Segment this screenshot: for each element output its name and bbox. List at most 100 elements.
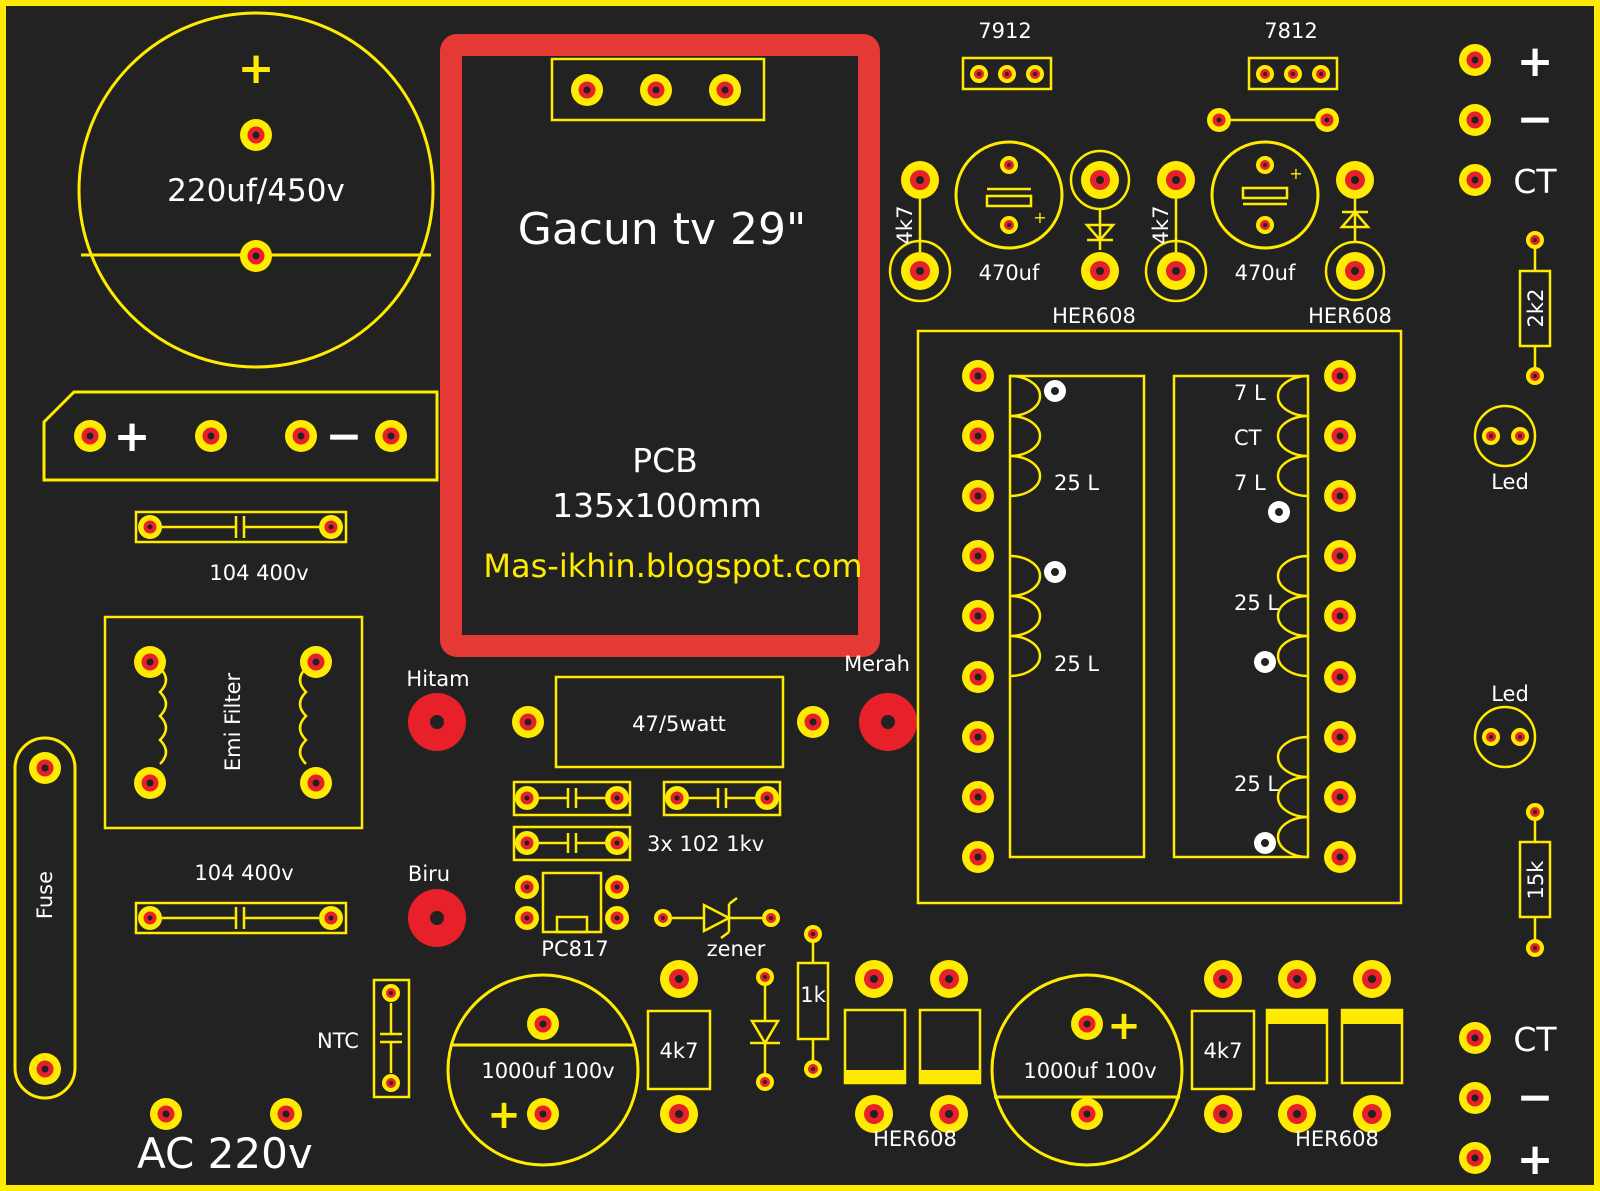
bridge-rectifier: + −: [42, 390, 439, 482]
out-ct-top: CT: [1513, 162, 1557, 201]
cap-1000-left-plus: +: [487, 1092, 521, 1138]
diode-her608-bottom-left: HER608: [843, 960, 982, 1151]
merah-label: Merah: [844, 652, 910, 676]
wire-pad-biru: Biru: [408, 862, 466, 947]
website-label: Mas-ikhin.blogspot.com: [483, 547, 862, 585]
bridge-plus: +: [114, 411, 151, 462]
cap-1000uf-right: + 1000uf 100v: [990, 973, 1184, 1167]
pc817-label: PC817: [541, 937, 608, 961]
reg-7812-label: 7812: [1264, 19, 1317, 43]
led-top: Led: [1473, 404, 1537, 494]
resistor-4k7-top-a: 4k7: [888, 161, 952, 303]
output-terminals-bottom: CT − +: [1459, 1020, 1557, 1185]
her608-top-b-label: HER608: [1308, 304, 1392, 328]
cap-470-b-label: 470uf: [1235, 261, 1296, 285]
cap-104-bottom-label: 104 400v: [194, 861, 293, 885]
cap-470-b-plus: +: [1289, 164, 1302, 183]
r-4k7-a-label: 4k7: [660, 1039, 699, 1063]
resistor-2k2: 2k2: [1518, 231, 1552, 385]
winding-25l-1: 25 L: [1054, 471, 1099, 495]
her608-top-a-label: HER608: [1052, 304, 1136, 328]
cap-1000uf-left: + 1000uf 100v: [446, 973, 640, 1167]
out-plus-bottom: +: [1517, 1134, 1554, 1185]
shunt-regulator: [749, 968, 781, 1091]
emi-filter-label: Emi Filter: [221, 673, 245, 772]
zener-label: zener: [707, 937, 766, 961]
caps-102-label: 3x 102 1kv: [647, 832, 764, 856]
cap-polarity-plus: +: [238, 43, 275, 94]
winding-ct: CT: [1234, 426, 1262, 450]
out-minus-top: −: [1517, 94, 1554, 145]
ac-input: AC 220v: [137, 1098, 313, 1178]
cap-220uf-450v: + 220uf/450v: [77, 11, 435, 369]
resistor-4k7-bottom-b: 4k7: [1190, 960, 1256, 1133]
winding-25l-2: 25 L: [1054, 652, 1099, 676]
pcb-size: 135x100mm: [552, 486, 762, 525]
led-top-label: Led: [1491, 470, 1529, 494]
resistor-4k7-top-b: 4k7: [1144, 161, 1208, 303]
out-ct-bottom: CT: [1513, 1020, 1557, 1059]
diode-her608-top-a: HER608: [1052, 149, 1136, 328]
r-2k2-label: 2k2: [1524, 289, 1548, 328]
fuse-label: Fuse: [33, 871, 57, 919]
ntc-label: NTC: [317, 1029, 359, 1053]
cap-1000-right-label: 1000uf 100v: [1023, 1059, 1156, 1083]
her608-bottom-right-label: HER608: [1295, 1127, 1379, 1151]
jumper-wire: [1207, 108, 1339, 132]
regulator-7812: 7812: [1247, 19, 1339, 91]
winding-25l-3: 25 L: [1234, 591, 1279, 615]
reg-7912-label: 7912: [978, 19, 1031, 43]
cap-1000-left-label: 1000uf 100v: [481, 1059, 614, 1083]
cap-1000-right-plus: +: [1107, 1003, 1141, 1049]
ac-220v-label: AC 220v: [137, 1129, 313, 1178]
diode-her608-top-b: HER608: [1308, 161, 1392, 328]
flyback-transformer: Gacun tv 29" PCB 135x100mm Mas-ikhin.blo…: [440, 34, 880, 657]
output-terminals-top: + − CT: [1459, 36, 1557, 201]
resistor-1k: 1k: [796, 925, 830, 1078]
cap-104-400v-top: 104 400v: [134, 510, 348, 585]
led-bottom: Led: [1473, 682, 1537, 769]
out-plus-top: +: [1517, 36, 1554, 87]
hitam-label: Hitam: [406, 667, 469, 691]
winding-7l-top: 7 L: [1234, 381, 1266, 405]
diode-her608-bottom-right: HER608: [1265, 960, 1404, 1151]
resistor-47-label: 47/5watt: [632, 712, 726, 736]
r-15k-label: 15k: [1524, 860, 1548, 900]
ntc-thermistor: NTC: [317, 978, 411, 1099]
cap-470uf-a: + 470uf: [954, 140, 1064, 285]
caps-102-1kv: 3x 102 1kv: [512, 780, 782, 862]
resistor-47-5watt: 47/5watt: [512, 675, 829, 769]
resistor-4k7-bottom-a: 4k7: [646, 960, 712, 1133]
out-minus-bottom: −: [1517, 1072, 1554, 1123]
wire-pad-merah: Merah: [844, 652, 917, 751]
r-4k7-d-label: 4k7: [1149, 206, 1173, 245]
biru-label: Biru: [408, 862, 450, 886]
emi-filter: Emi Filter: [103, 615, 364, 830]
winding-7l-bottom: 7 L: [1234, 471, 1266, 495]
wire-pad-hitam: Hitam: [406, 667, 470, 751]
optocoupler-pc817: PC817: [515, 871, 629, 961]
led-bottom-label: Led: [1491, 682, 1529, 706]
zener-diode: zener: [654, 897, 780, 961]
fuse-holder: Fuse: [13, 736, 77, 1100]
resistor-15k: 15k: [1518, 803, 1552, 957]
cap-104-top-label: 104 400v: [209, 561, 308, 585]
r-4k7-c-label: 4k7: [893, 206, 917, 245]
winding-25l-4: 25 L: [1234, 772, 1279, 796]
her608-bottom-left-label: HER608: [873, 1127, 957, 1151]
r-4k7-b-label: 4k7: [1204, 1039, 1243, 1063]
pcb-label: PCB: [632, 441, 698, 480]
cap-470uf-b: + 470uf: [1210, 140, 1320, 285]
cap-104-400v-bottom: 104 400v: [134, 861, 348, 935]
output-transformer: 25 L 25 L 7 L CT 7 L 25 L 25 L: [916, 329, 1403, 905]
bridge-minus: −: [326, 411, 363, 462]
cap-470-a-label: 470uf: [979, 261, 1040, 285]
board-title: Gacun tv 29": [518, 204, 807, 255]
cap-220uf-label: 220uf/450v: [167, 173, 345, 209]
regulator-7912: 7912: [961, 19, 1053, 91]
r-1k-label: 1k: [800, 983, 826, 1007]
cap-470-a-plus: +: [1033, 208, 1046, 227]
